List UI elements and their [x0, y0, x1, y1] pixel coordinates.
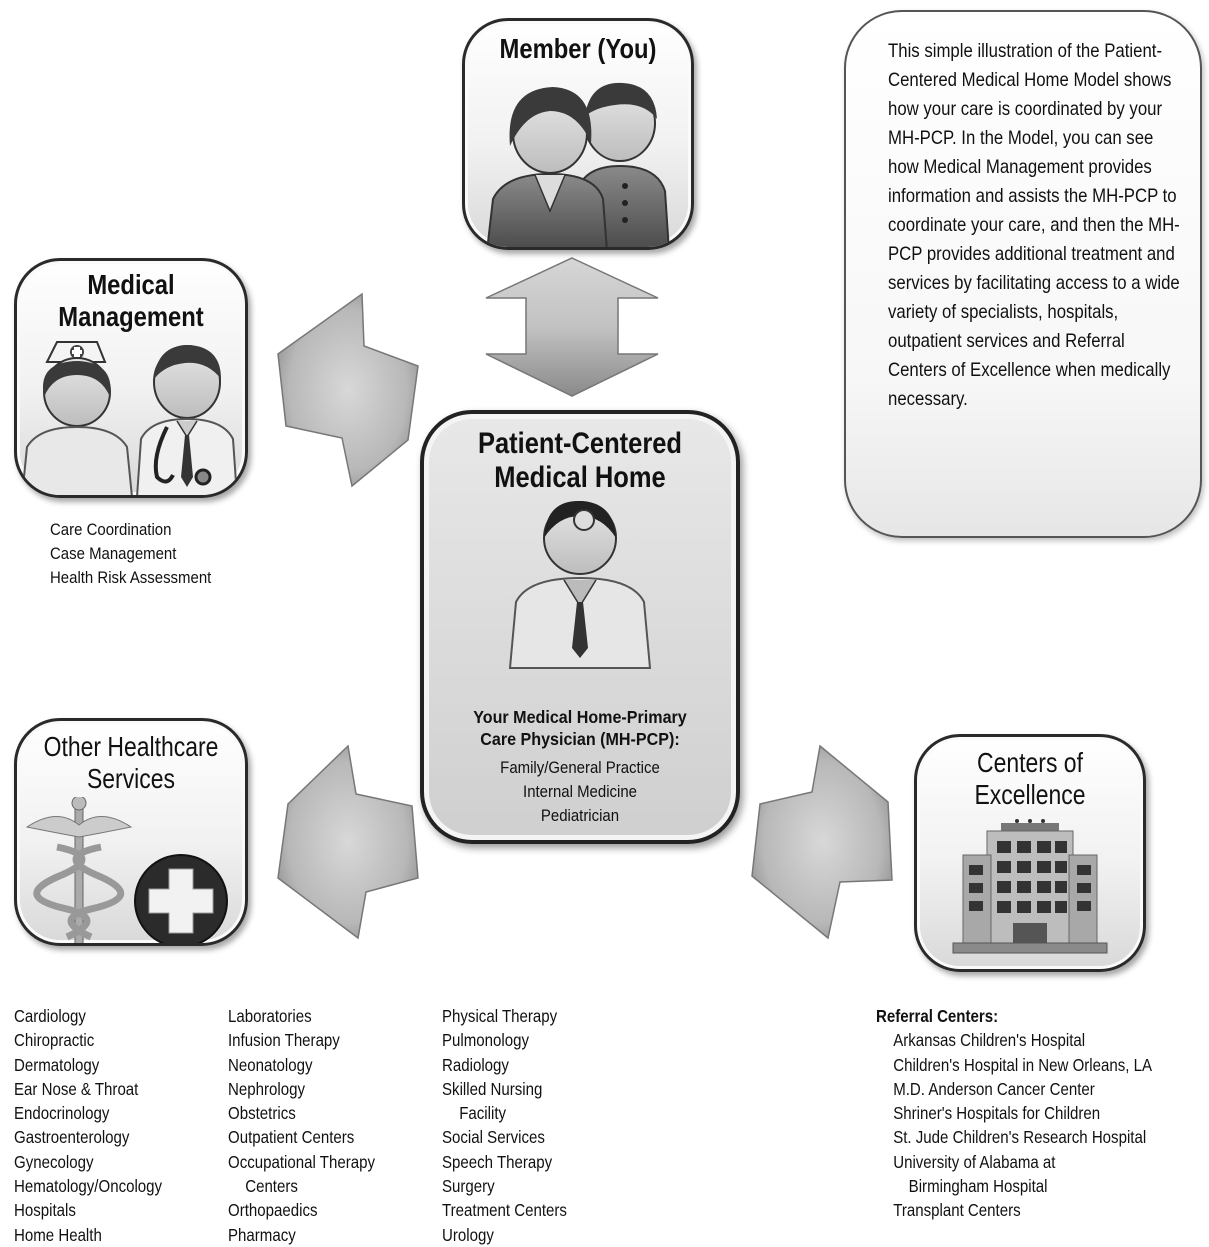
double-arrow-centers-icon	[751, 744, 893, 940]
list-item: Occupational Therapy	[228, 1151, 375, 1172]
list-item: Home Health	[14, 1224, 102, 1245]
services-column-2: Laboratories Infusion Therapy Neonatolog…	[228, 1004, 375, 1247]
list-item: Radiology	[442, 1054, 509, 1075]
medical-management-list: Care Coordination Case Management Health…	[50, 518, 211, 590]
list-item: Laboratories	[228, 1006, 312, 1026]
centers-title-line1: Centers of	[977, 747, 1083, 778]
list-item: Ear Nose & Throat	[14, 1078, 139, 1099]
list-item: Gynecology	[14, 1151, 94, 1172]
referral-heading: Referral Centers:	[876, 1006, 999, 1026]
list-item: Facility	[459, 1103, 507, 1124]
member-box: Member (You)	[462, 18, 694, 250]
list-item: Surgery	[442, 1176, 495, 1197]
nurse-doctor-icon	[21, 341, 238, 495]
list-item: Endocrinology	[14, 1103, 110, 1124]
list-item: Neonatology	[228, 1054, 313, 1075]
pcmh-title-line1: Patient-Centered	[477, 427, 683, 460]
list-item: Physical Therapy	[442, 1006, 558, 1026]
services-column-3: Physical Therapy Pulmonology Radiology S…	[442, 1004, 567, 1247]
pcmh-type: Pediatrician	[540, 806, 620, 825]
referral-centers-list: Referral Centers: Arkansas Children's Ho…	[876, 1004, 1152, 1223]
list-item: Pharmacy	[228, 1224, 296, 1245]
list-item: Birmingham Hospital	[908, 1176, 1048, 1197]
other-services-box: Other Healthcare Services	[14, 718, 248, 946]
list-item: Speech Therapy	[442, 1151, 553, 1172]
description-box: This simple illustration of the Patient-…	[844, 10, 1202, 538]
caduceus-cross-icon	[25, 797, 228, 943]
list-item: Urology	[442, 1224, 494, 1245]
pcmh-box: Patient-Centered Medical Home Your Medic…	[420, 410, 740, 844]
list-item: Outpatient Centers	[228, 1127, 355, 1148]
pcmh-physician-line2: Care Physician (MH-PCP):	[480, 729, 680, 749]
pcmh-title-line2: Medical Home	[494, 461, 666, 494]
list-item: Health Risk Assessment	[50, 568, 212, 587]
double-arrow-medical-management-icon	[277, 292, 419, 488]
services-column-1: Cardiology Chiropractic Dermatology Ear …	[14, 1004, 162, 1247]
double-arrow-member-icon	[485, 257, 659, 397]
member-people-icon	[486, 82, 670, 247]
description-text: This simple illustration of the Patient-…	[888, 40, 1180, 410]
list-item: Shriner's Hospitals for Children	[893, 1103, 1101, 1124]
list-item: Care Coordination	[50, 520, 172, 539]
list-item: M.D. Anderson Cancer Center	[893, 1078, 1095, 1099]
list-item: Dermatology	[14, 1054, 100, 1075]
double-arrow-other-services-icon	[277, 744, 419, 940]
list-item: Social Services	[442, 1127, 545, 1148]
centers-title-line2: Excellence	[974, 779, 1086, 810]
list-item: University of Alabama at	[893, 1151, 1056, 1172]
list-item: Cardiology	[14, 1006, 86, 1026]
medical-management-box: Medical Management	[14, 258, 248, 498]
physician-icon	[508, 500, 652, 669]
medical-management-title-line1: Medical	[87, 269, 175, 300]
list-item: Obstetrics	[228, 1103, 296, 1124]
list-item: Treatment Centers	[442, 1200, 567, 1221]
other-services-title-line2: Services	[86, 763, 176, 794]
other-services-title-line1: Other Healthcare	[43, 731, 219, 762]
list-item: Hematology/Oncology	[14, 1176, 163, 1197]
list-item: Orthopaedics	[228, 1200, 318, 1221]
list-item: Case Management	[50, 544, 177, 563]
hospital-building-icon	[952, 819, 1108, 954]
list-item: Hospitals	[14, 1200, 76, 1221]
member-title: Member (You)	[499, 33, 657, 64]
list-item: Infusion Therapy	[228, 1030, 340, 1051]
list-item: Skilled Nursing	[442, 1078, 543, 1099]
list-item: St. Jude Children's Research Hospital	[893, 1127, 1147, 1148]
list-item: Nephrology	[228, 1078, 305, 1099]
pcmh-physician-line1: Your Medical Home-Primary	[473, 707, 687, 727]
list-item: Children's Hospital in New Orleans, LA	[893, 1054, 1153, 1075]
list-item: Gastroenterology	[14, 1127, 130, 1148]
pcmh-type: Internal Medicine	[523, 782, 637, 801]
list-item: Arkansas Children's Hospital	[893, 1030, 1086, 1051]
centers-box: Centers of Excellence	[914, 734, 1146, 972]
list-item: Transplant Centers	[893, 1200, 1021, 1221]
medical-management-title-line2: Management	[58, 301, 204, 332]
pcmh-type: Family/General Practice	[500, 758, 660, 777]
list-item: Centers	[245, 1176, 298, 1197]
list-item: Chiropractic	[14, 1030, 95, 1051]
list-item: Pulmonology	[442, 1030, 530, 1051]
